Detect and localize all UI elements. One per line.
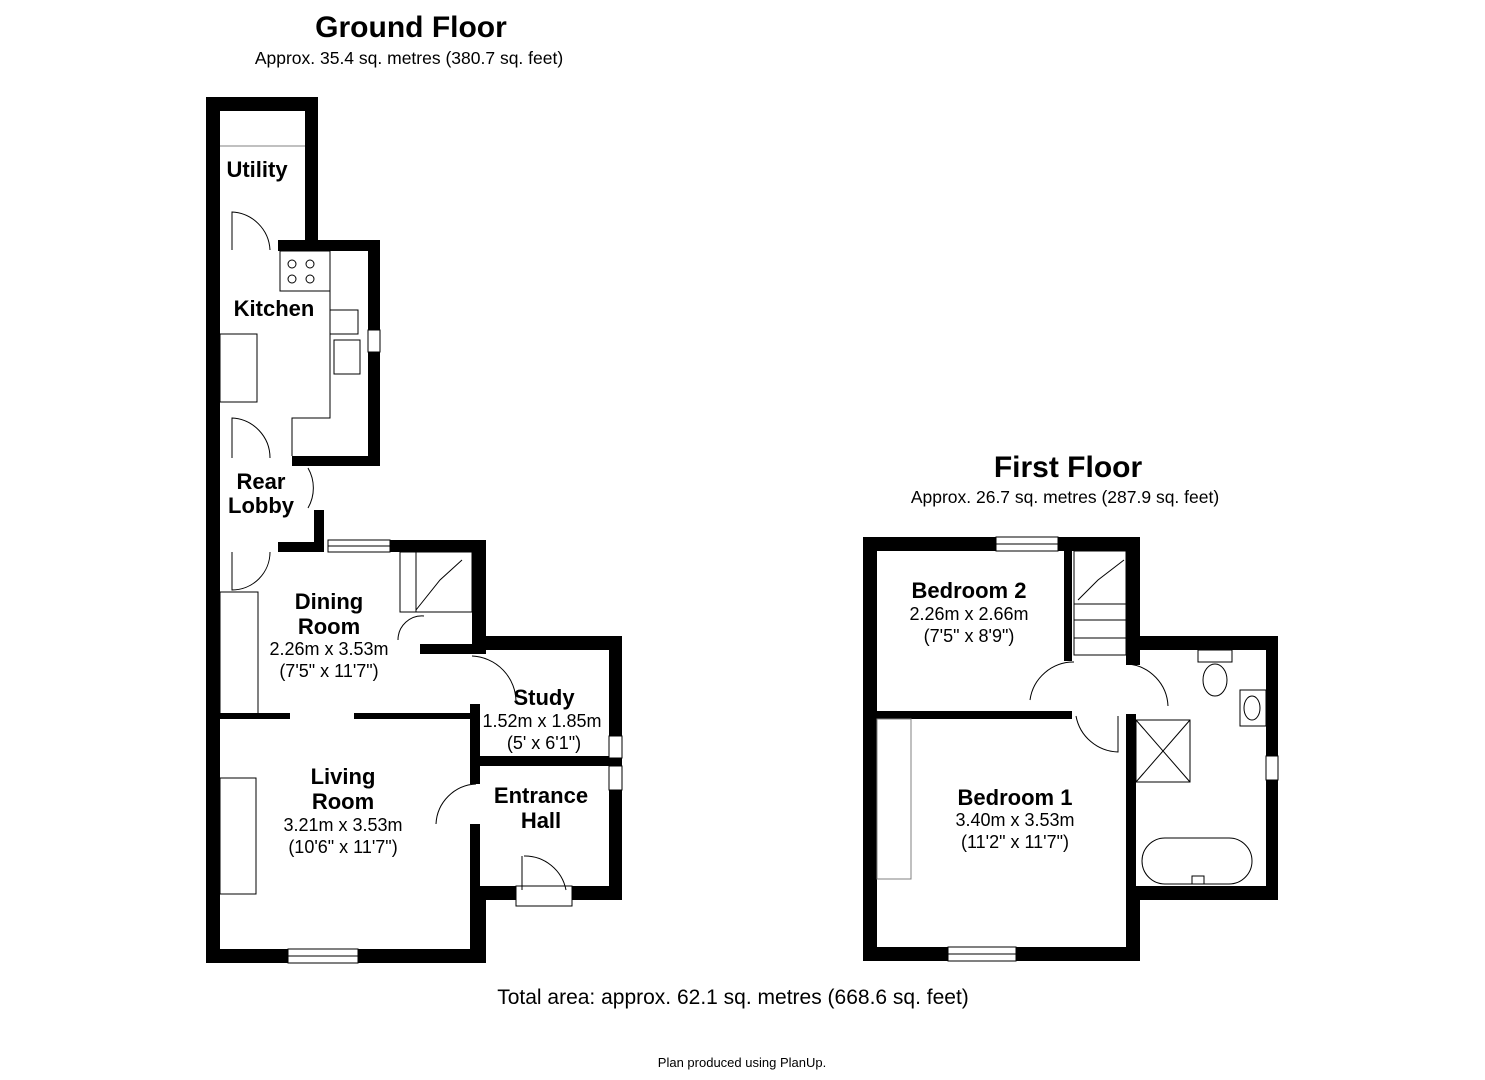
room-bedroom1-name: Bedroom 1 — [958, 785, 1073, 810]
room-study-dim-imperial: (5' x 6'1") — [507, 733, 581, 753]
room-study-dim-metric: 1.52m x 1.85m — [482, 711, 601, 731]
total-area: Total area: approx. 62.1 sq. metres (668… — [497, 986, 969, 1009]
first-floor-labels: Bedroom 2 2.26m x 2.66m (7'5" x 8'9") Be… — [909, 578, 1074, 852]
ground-floor-labels: Utility Kitchen Rear Lobby Dining Room 2… — [226, 157, 601, 857]
room-living-dim-imperial: (10'6" x 11'7") — [288, 837, 397, 857]
ground-floor-fixtures — [219, 145, 567, 895]
first-floor-windows — [947, 536, 1279, 962]
plan-credit: Plan produced using PlanUp. — [658, 1055, 826, 1070]
room-entrance-name-2: Hall — [521, 808, 561, 833]
room-living-dim-metric: 3.21m x 3.53m — [283, 815, 402, 835]
room-dining-name-2: Room — [298, 614, 360, 639]
room-dining-name-1: Dining — [295, 589, 363, 614]
first-floor-area: Approx. 26.7 sq. metres (287.9 sq. feet) — [911, 487, 1219, 507]
ground-floor-title: Ground Floor — [315, 11, 507, 44]
room-dining-dim-imperial: (7'5" x 11'7") — [279, 661, 378, 681]
room-living-name-2: Room — [312, 789, 374, 814]
room-rear-lobby-name-1: Rear — [237, 469, 286, 494]
room-dining-dim-metric: 2.26m x 3.53m — [269, 639, 388, 659]
room-kitchen-name: Kitchen — [234, 296, 315, 321]
room-study-name: Study — [513, 685, 575, 710]
room-bedroom2-dim-metric: 2.26m x 2.66m — [909, 604, 1028, 624]
ground-floor-windows — [287, 329, 623, 964]
first-floor-walls — [863, 537, 1278, 961]
room-bedroom2-name: Bedroom 2 — [912, 578, 1027, 603]
ground-floor: Ground Floor Approx. 35.4 sq. metres (38… — [206, 11, 623, 964]
ground-floor-walls — [206, 97, 622, 963]
room-bedroom1-dim-metric: 3.40m x 3.53m — [955, 810, 1074, 830]
room-entrance-name-1: Entrance — [494, 783, 588, 808]
room-utility-name: Utility — [226, 157, 288, 182]
room-living-name-1: Living — [311, 764, 376, 789]
first-floor-title: First Floor — [994, 451, 1143, 484]
room-bedroom2-dim-imperial: (7'5" x 8'9") — [924, 626, 1015, 646]
ground-floor-area: Approx. 35.4 sq. metres (380.7 sq. feet) — [255, 48, 563, 68]
first-floor: First Floor Approx. 26.7 sq. metres (287… — [863, 451, 1279, 962]
room-rear-lobby-name-2: Lobby — [228, 493, 295, 518]
room-bedroom1-dim-imperial: (11'2" x 11'7") — [961, 832, 1069, 852]
first-floor-fixtures — [876, 550, 1267, 885]
